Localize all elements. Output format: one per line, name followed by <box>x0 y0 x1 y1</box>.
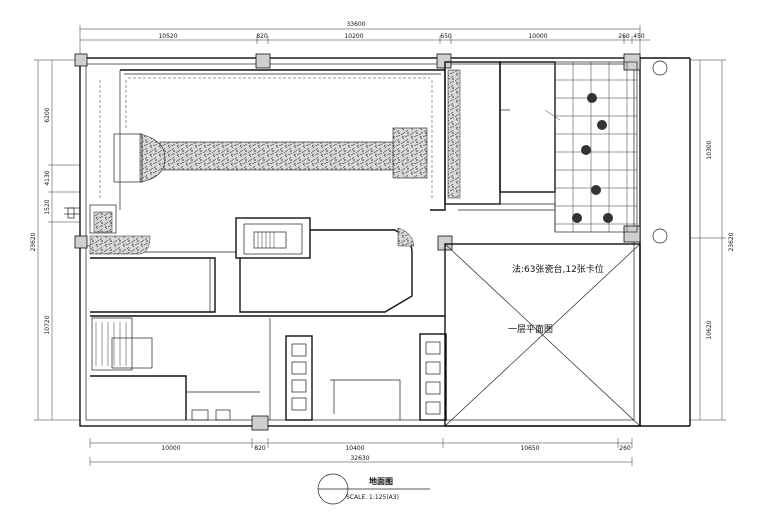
toilet-icon <box>291 361 307 375</box>
toilet-icon <box>291 379 307 393</box>
tiled-courtyard <box>554 61 638 233</box>
upper-right-rooms <box>444 61 561 232</box>
middle-rooms <box>89 217 446 316</box>
stone-corner-left <box>89 235 151 255</box>
left-dimension-chain: 23620 6200 4130 1520 10720 <box>30 59 80 421</box>
bottom-dimension-chain: 10000 820 10400 10650 260 32630 <box>89 438 633 466</box>
planter-icon <box>591 185 601 195</box>
stone-band-floor <box>159 141 401 171</box>
void-area: 法:63张瓷台,12张卡位 一层平面图 <box>444 243 641 427</box>
toilet-icon <box>291 343 307 357</box>
top-total-dimension: 33600 <box>346 21 365 28</box>
stone-arch-entry <box>139 133 166 183</box>
stair-icon <box>95 322 127 366</box>
bottom-dimension-4: 10650 <box>520 445 539 452</box>
toilet-icon <box>425 401 441 415</box>
column-marker-circle <box>652 228 668 244</box>
left-total-dimension: 23620 <box>30 232 37 251</box>
drawing-scale: SCALE. 1:125(A3) <box>346 494 399 501</box>
lower-rooms <box>90 315 447 421</box>
top-dimension-7: 450 <box>633 33 645 40</box>
left-dimension-1: 6200 <box>44 107 51 122</box>
top-dimension-chain: 33600 10520 820 10200 650 10000 260 450 <box>79 21 650 58</box>
right-dimension-1: 10300 <box>706 140 713 159</box>
stone-feature-block <box>392 127 428 179</box>
planter-icon <box>603 213 613 223</box>
left-dimension-4: 10720 <box>44 315 51 334</box>
drawing-title: 地面图 <box>369 476 393 486</box>
stone-strip-wall <box>447 69 461 199</box>
lower-plan-note: 一层平面图 <box>508 324 553 335</box>
planter-icon <box>581 145 591 155</box>
right-total-dimension: 23620 <box>728 232 735 251</box>
outer-walls <box>79 57 691 427</box>
stone-corner-right <box>397 227 415 247</box>
planter-icon <box>587 93 597 103</box>
top-dimension-6: 260 <box>618 33 630 40</box>
bottom-total-dimension: 32630 <box>350 455 369 462</box>
bottom-dimension-1: 10000 <box>161 445 180 452</box>
toilet-icon <box>425 381 441 395</box>
toilet-icon <box>425 361 441 375</box>
right-dimension-2: 10620 <box>706 320 713 339</box>
toilet-icon <box>425 341 441 355</box>
left-dimension-3: 1520 <box>44 199 51 214</box>
top-dimension-3: 10200 <box>344 33 363 40</box>
column-marker-circle <box>652 60 668 76</box>
bottom-dimension-3: 10400 <box>345 445 364 452</box>
planter-icon <box>572 213 582 223</box>
bottom-dimension-5: 260 <box>619 445 631 452</box>
top-dimension-1: 10520 <box>158 33 177 40</box>
toilet-icon <box>291 397 307 411</box>
bottom-dimension-2: 820 <box>254 445 266 452</box>
top-dimension-4: 650 <box>440 33 452 40</box>
left-dimension-2: 4130 <box>44 170 51 185</box>
top-dimension-5: 10000 <box>528 33 547 40</box>
planter-icon <box>597 120 607 130</box>
title-block: 地面图 SCALE. 1:125(A3) <box>317 473 430 505</box>
main-hall <box>64 69 446 234</box>
slab-note: 法:63张瓷台,12张卡位 <box>512 263 604 275</box>
top-dimension-2: 820 <box>256 33 268 40</box>
right-dimension-chain: 10300 23620 10620 <box>690 59 735 421</box>
